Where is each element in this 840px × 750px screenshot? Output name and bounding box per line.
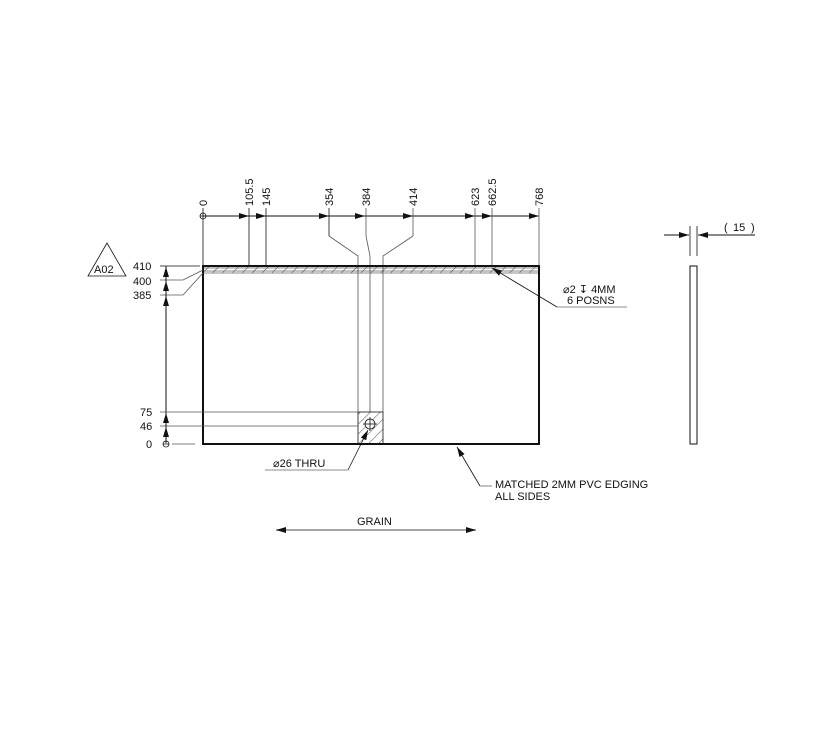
hole-note: ⌀26 THRU [265, 429, 369, 471]
edging-note: MATCHED 2MM PVC EDGING ALL SIDES [456, 446, 648, 503]
horizontal-ordinate-dimensions: 0 105.5 145 354 384 414 623 662.5 768 [198, 178, 546, 412]
view-label: A02 [94, 264, 114, 276]
edging-note-line2: ALL SIDES [495, 491, 550, 503]
dim-x-662-5: 662.5 [487, 178, 499, 206]
dim-x-623: 623 [470, 188, 482, 206]
dim-x-354: 354 [324, 188, 336, 206]
dim-x-0: 0 [198, 200, 210, 206]
grain-label: GRAIN [357, 516, 392, 528]
vertical-ordinate-dimensions: 410 400 385 75 46 0 [133, 261, 358, 451]
dim-y-400: 400 [133, 276, 151, 288]
hole-note-text: ⌀26 THRU [273, 458, 325, 470]
dim-x-384: 384 [361, 188, 373, 206]
panel-side-view: ( 15 ) [664, 222, 755, 445]
dim-y-385: 385 [133, 290, 151, 302]
drill-note: ⌀2 ↧ 4MM 6 POSNS [491, 267, 627, 308]
drill-note-line2: 6 POSNS [567, 295, 615, 307]
dim-y-410: 410 [133, 261, 151, 273]
panel-front-view [202, 265, 540, 445]
grain-arrow: GRAIN [276, 516, 476, 533]
thickness-paren-close: ) [751, 222, 755, 234]
dim-x-145: 145 [261, 188, 273, 206]
dim-y-75: 75 [140, 407, 152, 419]
thickness-dim: 15 [733, 222, 745, 234]
dim-x-768: 768 [534, 188, 546, 206]
edging-note-line1: MATCHED 2MM PVC EDGING [495, 479, 648, 491]
dim-x-414: 414 [408, 188, 420, 206]
dim-y-0: 0 [146, 439, 152, 451]
drill-note-line1: ⌀2 ↧ 4MM [563, 284, 616, 296]
thickness-paren-open: ( [724, 222, 728, 234]
dim-y-46: 46 [140, 421, 152, 433]
dim-x-105-5: 105.5 [244, 178, 256, 206]
view-label-triangle: A02 [87, 242, 127, 277]
